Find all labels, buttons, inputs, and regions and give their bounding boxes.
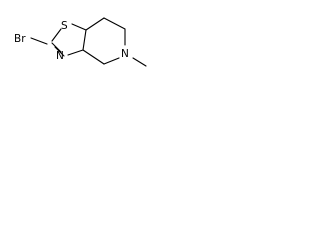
bond-br-c2 bbox=[30, 37, 48, 45]
bond-c7a-c7 bbox=[85, 17, 105, 31]
bond-n5-methyl bbox=[132, 57, 147, 67]
bond-c7a-c3a bbox=[82, 29, 87, 51]
atom-nitrogen-thiazole: N bbox=[56, 50, 64, 62]
bond-c2-s1 bbox=[51, 28, 62, 42]
bond-c7-c6 bbox=[103, 17, 126, 30]
atom-nitrogen-ring: N bbox=[121, 48, 129, 60]
bond-n3-c2-a bbox=[51, 42, 62, 53]
atom-sulfur: S bbox=[61, 20, 68, 32]
bond-c4-c3a bbox=[82, 49, 105, 65]
bond-s1-c7a bbox=[71, 23, 87, 31]
bond-n3-c2-b bbox=[54, 46, 65, 57]
atom-bromine: Br bbox=[14, 33, 26, 45]
bond-c3a-n3 bbox=[67, 49, 84, 56]
bond-n5-c4 bbox=[103, 57, 120, 65]
molecule-structure: Br S N N bbox=[14, 17, 147, 67]
